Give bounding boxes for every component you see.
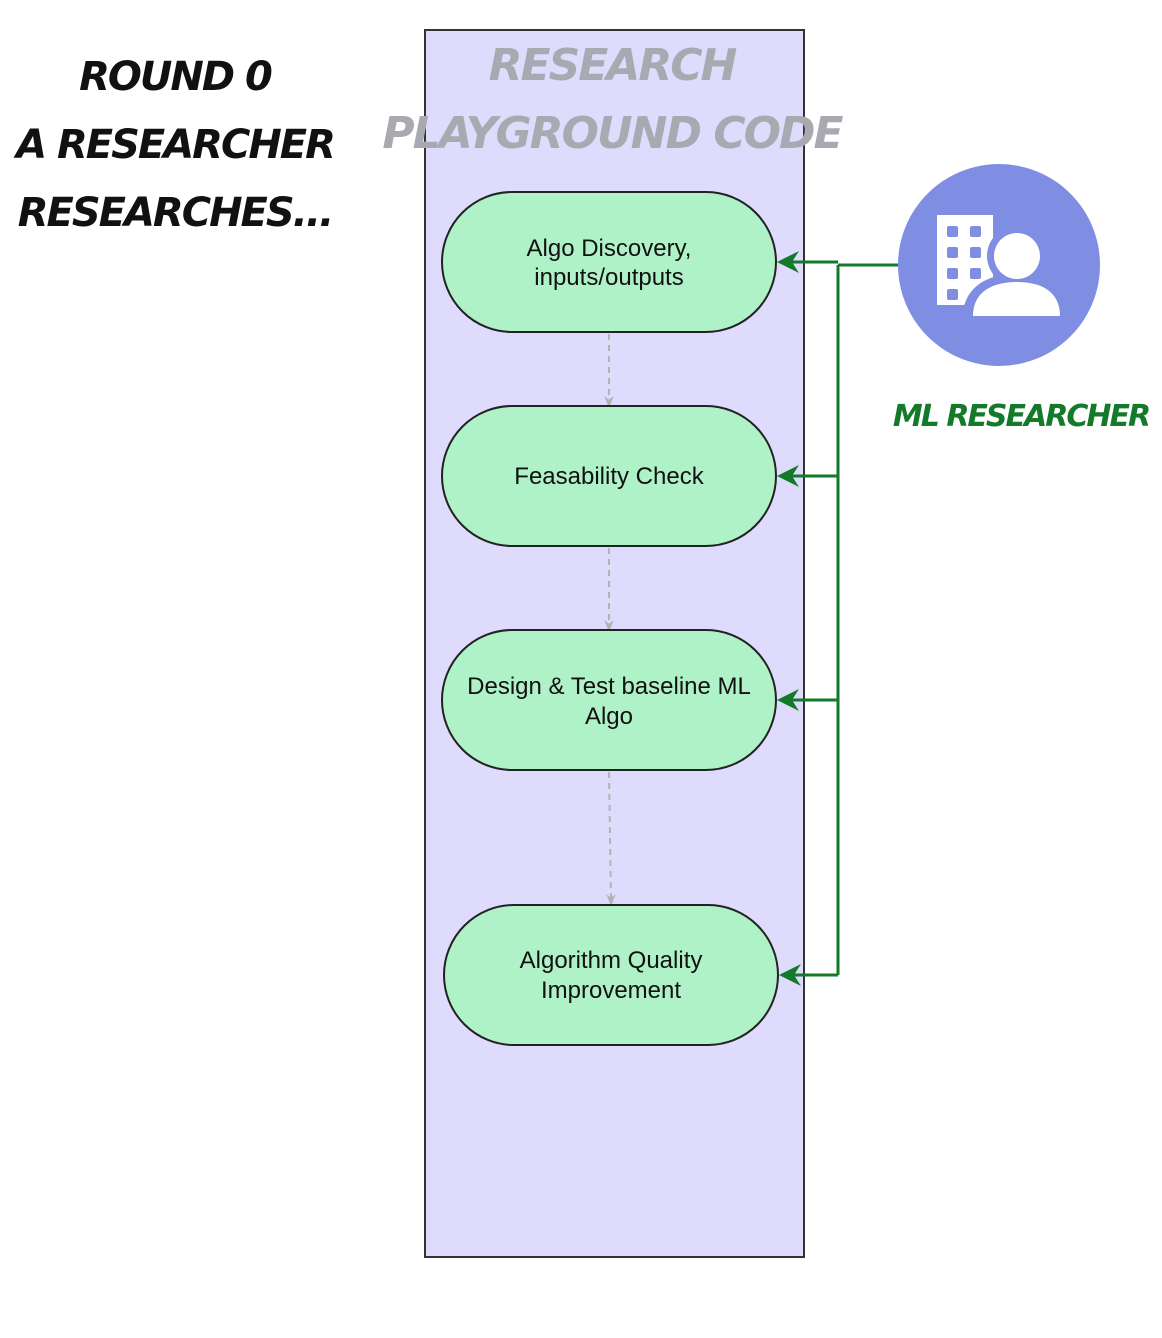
caption-line-2: A RESEARCHER [13, 122, 334, 168]
arrowhead-node-2 [777, 465, 799, 487]
caption-line-1: ROUND 0 [79, 54, 272, 100]
node-algo-discovery-line-1: Algo Discovery, [527, 235, 692, 262]
actor-label: ML RESEARCHER [893, 399, 1149, 434]
arrowhead-node-3 [777, 689, 799, 711]
arrowhead-node-1 [777, 251, 799, 273]
ml-researcher-actor[interactable]: ML RESEARCHER [893, 164, 1151, 434]
playground-title-line-2: PLAYGROUND CODE [382, 108, 843, 159]
node-design-test-baseline-line-2: Algo [585, 703, 633, 730]
connector-arrowheads [777, 251, 801, 986]
researcher-icon [937, 215, 1070, 322]
node-feasability-check-line-1: Feasability Check [514, 463, 704, 490]
playground-title-line-1: RESEARCH [489, 40, 737, 91]
node-algorithm-quality[interactable]: Algorithm Quality Improvement [443, 904, 779, 1046]
researcher-connectors [784, 260, 898, 977]
flow-arrows [604, 334, 616, 906]
node-algo-discovery[interactable]: Algo Discovery, inputs/outputs [441, 191, 777, 333]
caption-line-3: RESEARCHES... [18, 190, 333, 236]
node-algorithm-quality-line-1: Algorithm Quality [520, 947, 703, 974]
round-caption: ROUND 0 A RESEARCHER RESEARCHES... [13, 54, 336, 236]
node-algorithm-quality-line-2: Improvement [541, 977, 681, 1004]
node-design-test-baseline[interactable]: Design & Test baseline ML Algo [441, 629, 777, 771]
node-algo-discovery-line-2: inputs/outputs [534, 264, 683, 291]
node-design-test-baseline-line-1: Design & Test baseline ML [467, 673, 751, 700]
node-feasability-check[interactable]: Feasability Check [441, 405, 777, 547]
arrowhead-node-4 [779, 964, 801, 986]
